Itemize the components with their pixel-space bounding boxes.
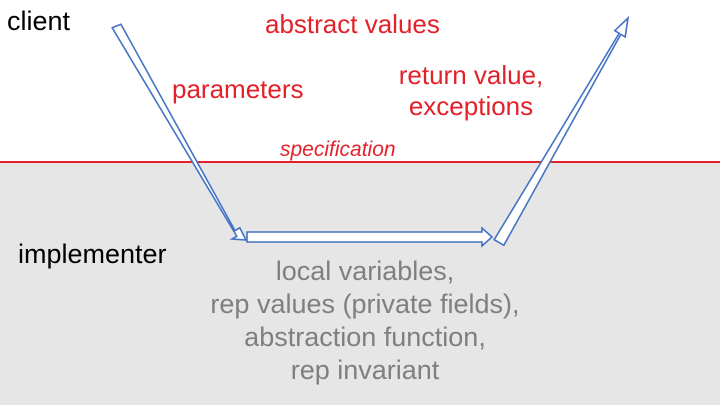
internals-line: abstraction function,: [244, 322, 486, 352]
implementer-region: [0, 162, 720, 405]
client-label: client: [7, 6, 71, 36]
computation-arrow: [246, 226, 494, 248]
internals-line: local variables,: [275, 256, 455, 286]
specification-label: specification: [280, 138, 396, 161]
internals-line: rep values (private fields),: [210, 289, 520, 319]
implementer-label: implementer: [18, 239, 167, 269]
exceptions-line: exceptions: [408, 91, 534, 121]
return-value-line: return value,: [398, 60, 544, 90]
implementation-internals: local variables, rep values (private fie…: [140, 255, 590, 387]
specification-boundary-line: [0, 161, 720, 163]
internals-line: rep invariant: [290, 355, 440, 385]
return-value-label: return value, exceptions: [366, 60, 576, 122]
parameters-arrow: [111, 23, 248, 241]
abstract-values-label: abstract values: [265, 9, 440, 39]
return-arrow: [493, 15, 630, 247]
parameters-label: parameters: [172, 74, 304, 104]
